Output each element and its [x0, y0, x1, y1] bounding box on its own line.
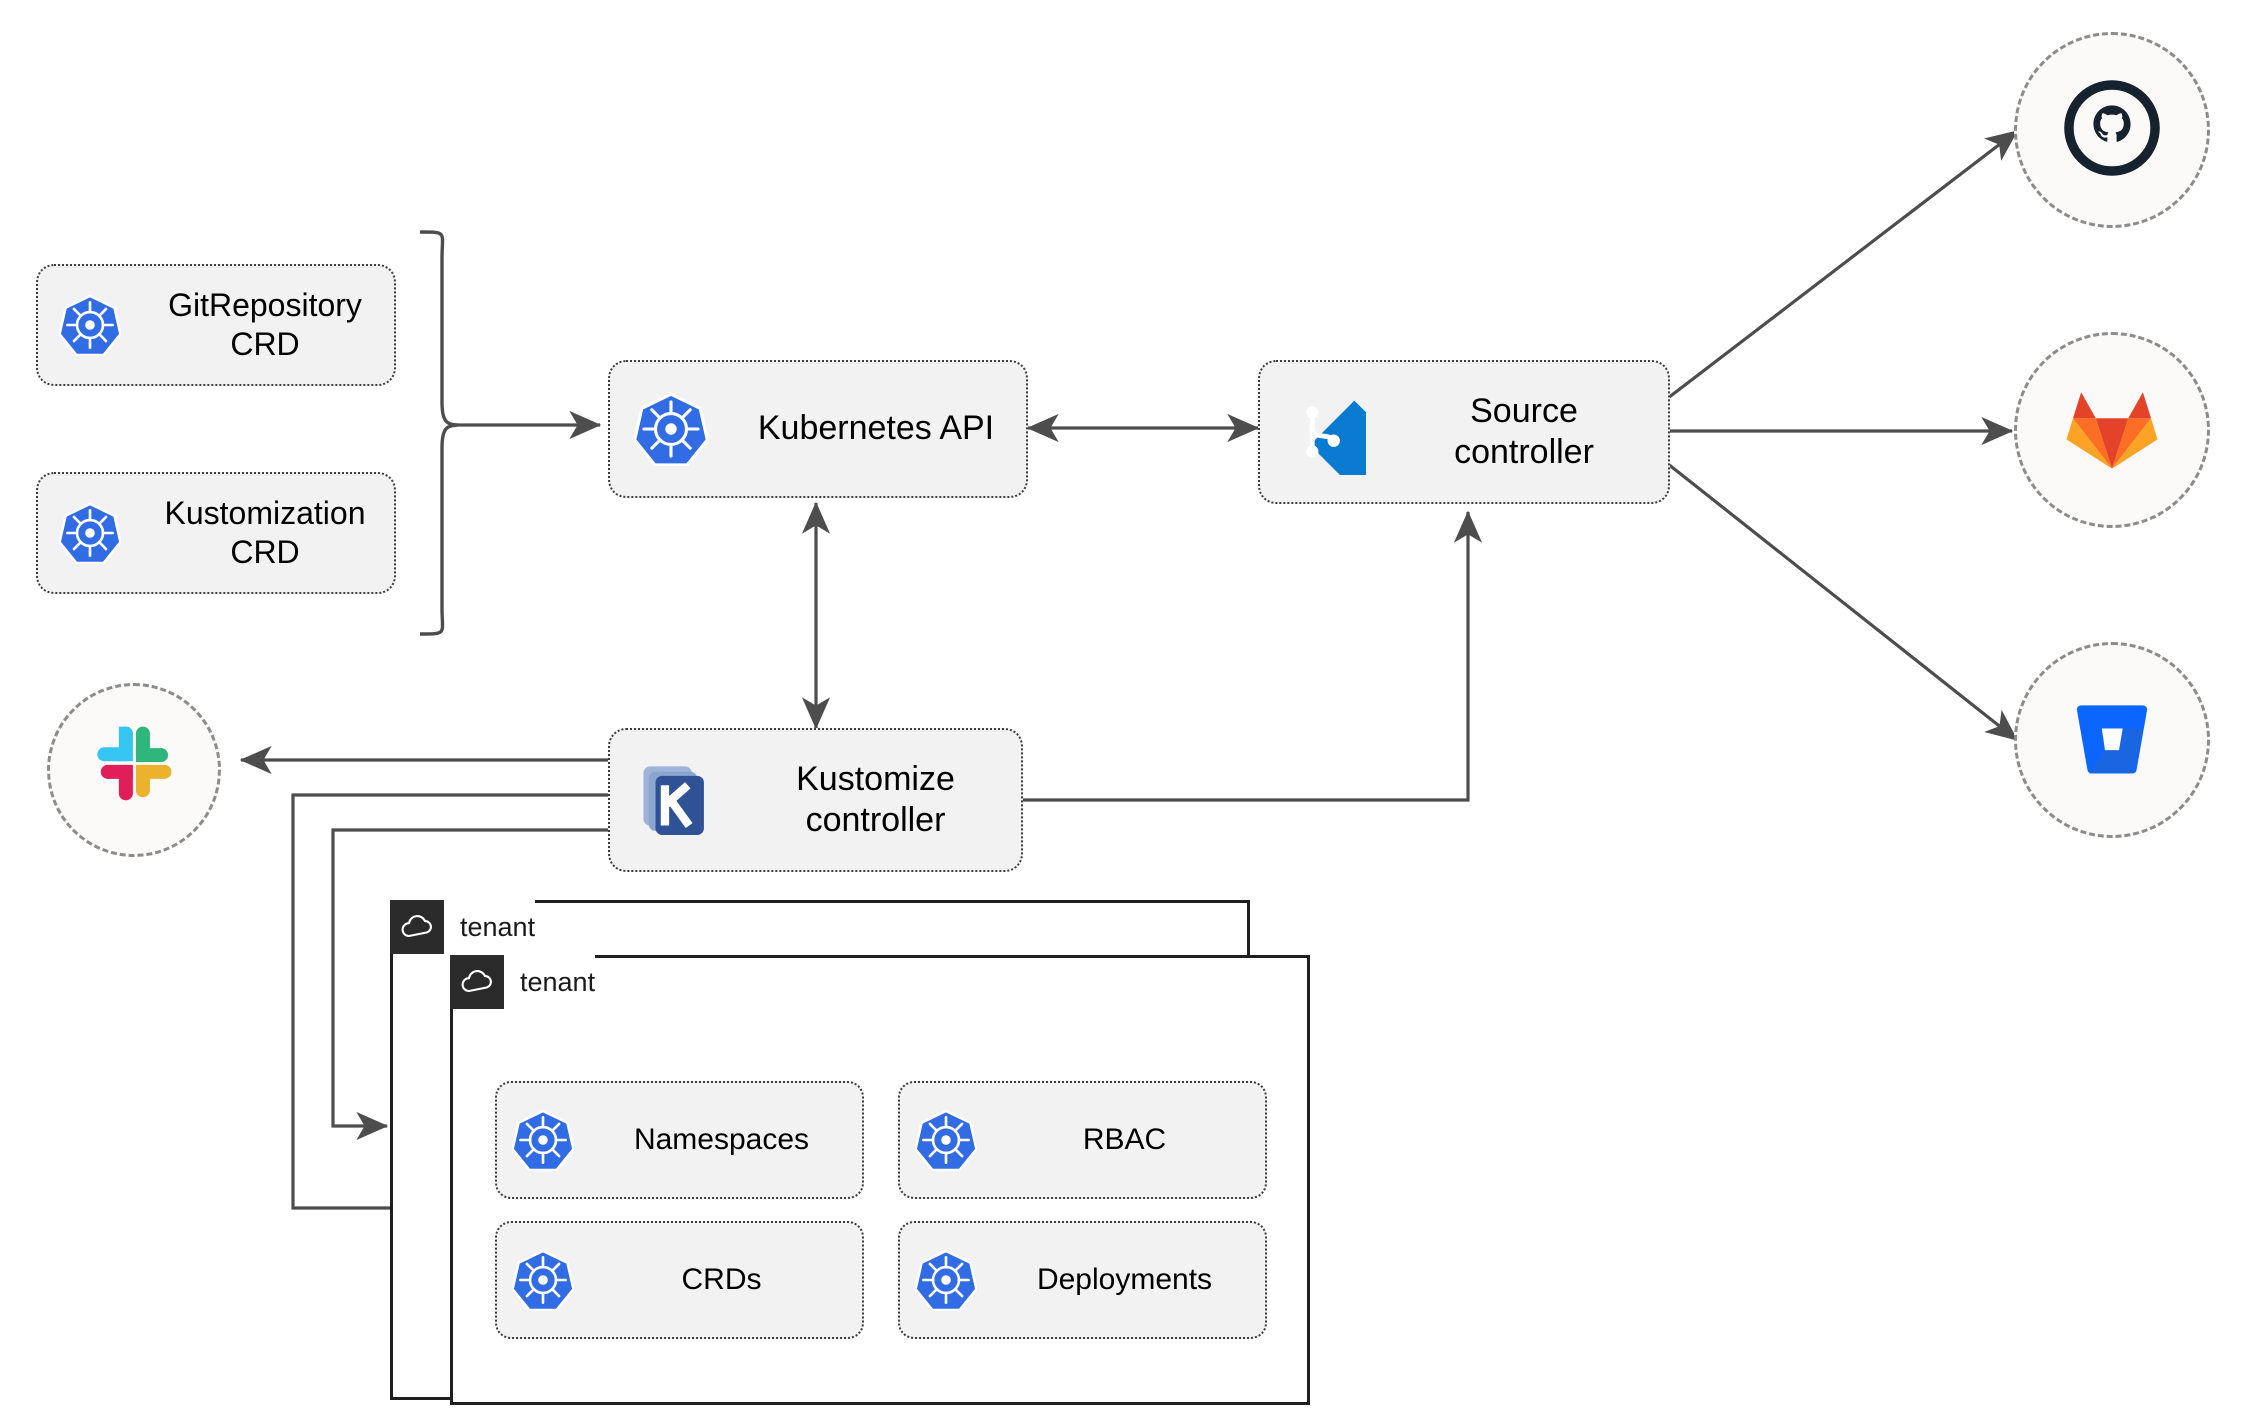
kustomization-crd-node[interactable]: Kustomization CRD	[36, 472, 396, 594]
kubernetes-icon	[900, 1249, 992, 1311]
kubernetes-icon	[610, 392, 732, 466]
gitrepository-crd-node[interactable]: GitRepository CRD	[36, 264, 396, 386]
tenant-back-tab: tenant	[390, 900, 536, 954]
tenant-front-tab: tenant	[450, 955, 596, 1009]
cloud-icon	[390, 900, 444, 954]
kustomization-crd-label: Kustomization CRD	[164, 494, 366, 570]
kustomize-controller-node[interactable]: Kustomize controller	[608, 728, 1023, 872]
git-branch-icon	[1260, 389, 1386, 475]
crds-node[interactable]: CRDs	[495, 1221, 864, 1339]
crds-label: CRDs	[681, 1263, 762, 1296]
source-controller-label: Source controller	[1454, 391, 1594, 471]
slack-node[interactable]	[47, 683, 221, 857]
github-node[interactable]	[2014, 32, 2210, 228]
kubernetes-icon	[497, 1249, 589, 1311]
bitbucket-node[interactable]	[2014, 642, 2210, 838]
tenant-front-label: tenant	[520, 966, 596, 997]
gitlab-node[interactable]	[2014, 332, 2210, 528]
github-icon	[2058, 74, 2166, 187]
tenant-back-label: tenant	[460, 911, 536, 942]
kubernetes-icon	[900, 1109, 992, 1171]
kubernetes-api-node[interactable]: Kubernetes API	[608, 360, 1028, 498]
tenant-resource-grid: Namespaces RBAC	[495, 1081, 1267, 1339]
rbac-node[interactable]: RBAC	[898, 1081, 1267, 1199]
kubernetes-icon	[38, 294, 142, 356]
rbac-label: RBAC	[1082, 1123, 1167, 1156]
kustomize-controller-label: Kustomize controller	[796, 759, 955, 839]
slack-icon	[83, 717, 185, 824]
kustomize-icon	[610, 757, 736, 843]
edge-source-to-bitbucket	[1667, 462, 2019, 742]
edge-kustomize-to-source	[1023, 510, 1483, 802]
tenant-panel-front[interactable]: tenant Namespaces	[450, 955, 1310, 1405]
gitlab-icon	[2060, 376, 2164, 485]
namespaces-label: Namespaces	[633, 1123, 810, 1156]
deployments-node[interactable]: Deployments	[898, 1221, 1267, 1339]
kubernetes-icon	[38, 502, 142, 564]
kubernetes-icon	[497, 1109, 589, 1171]
namespaces-node[interactable]: Namespaces	[495, 1081, 864, 1199]
cloud-icon	[450, 955, 504, 1009]
gitrepository-crd-label: GitRepository CRD	[168, 286, 362, 362]
crd-group-bracket	[419, 230, 459, 636]
deployments-label: Deployments	[1036, 1263, 1213, 1296]
kubernetes-api-label: Kubernetes API	[757, 409, 995, 448]
source-controller-node[interactable]: Source controller	[1258, 360, 1670, 504]
edge-source-to-github	[1667, 129, 2019, 400]
bitbucket-icon	[2061, 687, 2163, 794]
